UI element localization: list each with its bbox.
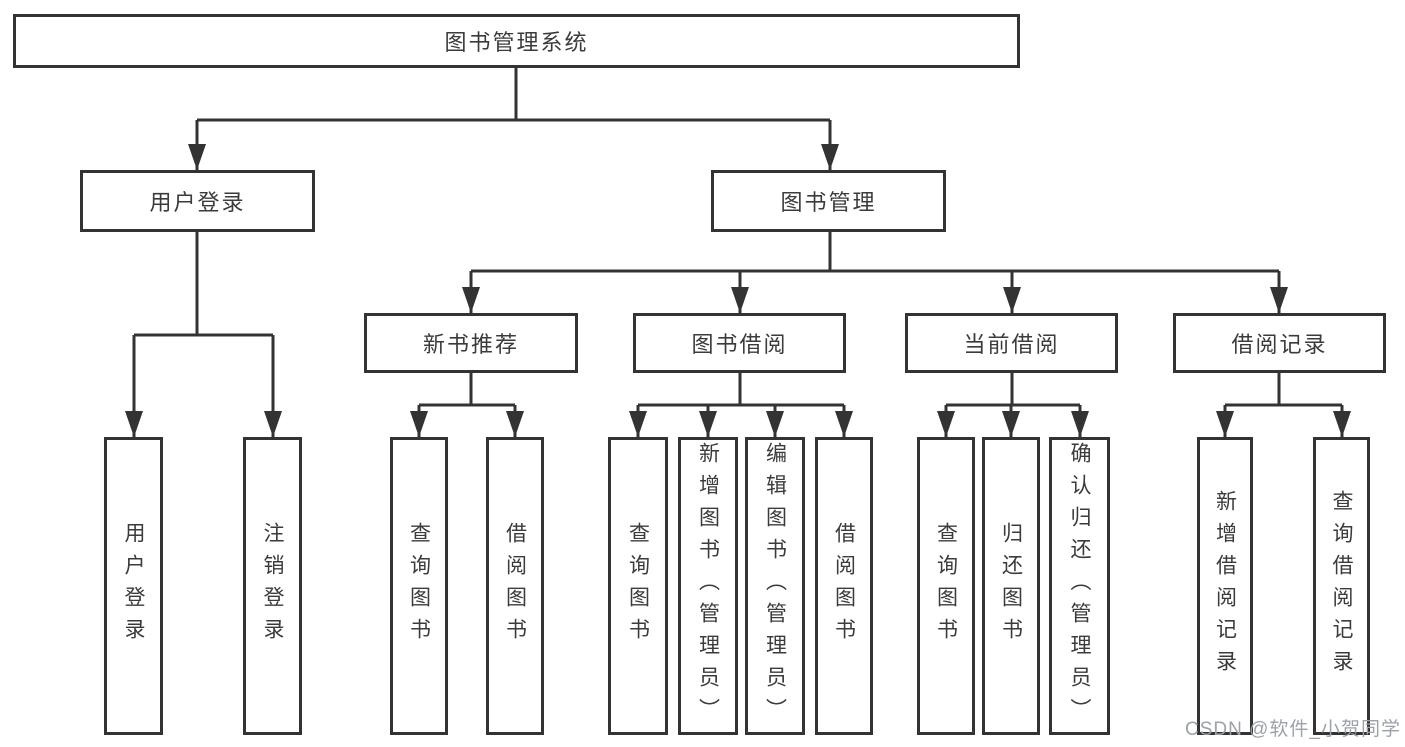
node-current-borrow: 当前借阅 <box>905 313 1118 373</box>
node-borrow-records-label: 借阅记录 <box>1231 332 1328 357</box>
leaf-borrow-add-label: 新增图书（管理员） <box>696 442 720 730</box>
node-user-login-label: 用户登录 <box>149 190 246 215</box>
leaf-newbook-borrow-label: 借阅图书 <box>503 522 527 650</box>
node-borrow-records: 借阅记录 <box>1173 313 1386 373</box>
leaf-borrow-query-label: 查询图书 <box>626 522 650 650</box>
leaf-logout: 注销登录 <box>243 437 302 735</box>
leaf-user-login-label: 用户登录 <box>122 522 146 650</box>
leaf-current-return-label: 归还图书 <box>999 522 1023 650</box>
node-book-borrow: 图书借阅 <box>633 313 846 373</box>
node-new-book-recommend: 新书推荐 <box>364 313 578 373</box>
leaf-current-return: 归还图书 <box>982 437 1040 735</box>
leaf-logout-label: 注销登录 <box>261 522 285 650</box>
tree-trunk-lines <box>134 68 1342 407</box>
leaf-borrow-query: 查询图书 <box>608 437 668 735</box>
leaf-borrow-add: 新增图书（管理员） <box>678 437 738 735</box>
leaf-current-query-label: 查询图书 <box>934 522 958 650</box>
csdn-watermark: CSDN @软件_小贺同学 <box>1185 719 1401 740</box>
leaf-user-login: 用户登录 <box>104 437 163 735</box>
leaf-borrow-edit-label: 编辑图书（管理员） <box>763 442 787 730</box>
leaf-records-add: 新增借阅记录 <box>1197 437 1253 735</box>
leaf-current-confirm: 确认归还（管理员） <box>1049 437 1110 735</box>
node-user-login: 用户登录 <box>80 170 315 232</box>
leaf-newbook-query-label: 查询图书 <box>407 522 431 650</box>
leaf-newbook-borrow: 借阅图书 <box>486 437 544 735</box>
node-root: 图书管理系统 <box>13 14 1020 68</box>
leaf-newbook-query: 查询图书 <box>390 437 448 735</box>
leaf-current-query: 查询图书 <box>917 437 975 735</box>
leaf-borrow-borrow-label: 借阅图书 <box>832 522 856 650</box>
node-root-label: 图书管理系统 <box>444 30 589 55</box>
node-book-borrow-label: 图书借阅 <box>691 332 788 357</box>
leaf-borrow-borrow: 借阅图书 <box>815 437 873 735</box>
node-book-management-label: 图书管理 <box>780 190 877 215</box>
leaf-current-confirm-label: 确认归还（管理员） <box>1068 442 1092 730</box>
node-book-management: 图书管理 <box>711 170 946 232</box>
node-new-book-recommend-label: 新书推荐 <box>422 332 519 357</box>
leaf-records-query: 查询借阅记录 <box>1313 437 1370 735</box>
leaf-records-add-label: 新增借阅记录 <box>1213 490 1237 682</box>
node-current-borrow-label: 当前借阅 <box>963 332 1060 357</box>
leaf-records-query-label: 查询借阅记录 <box>1330 490 1354 682</box>
leaf-borrow-edit: 编辑图书（管理员） <box>745 437 805 735</box>
